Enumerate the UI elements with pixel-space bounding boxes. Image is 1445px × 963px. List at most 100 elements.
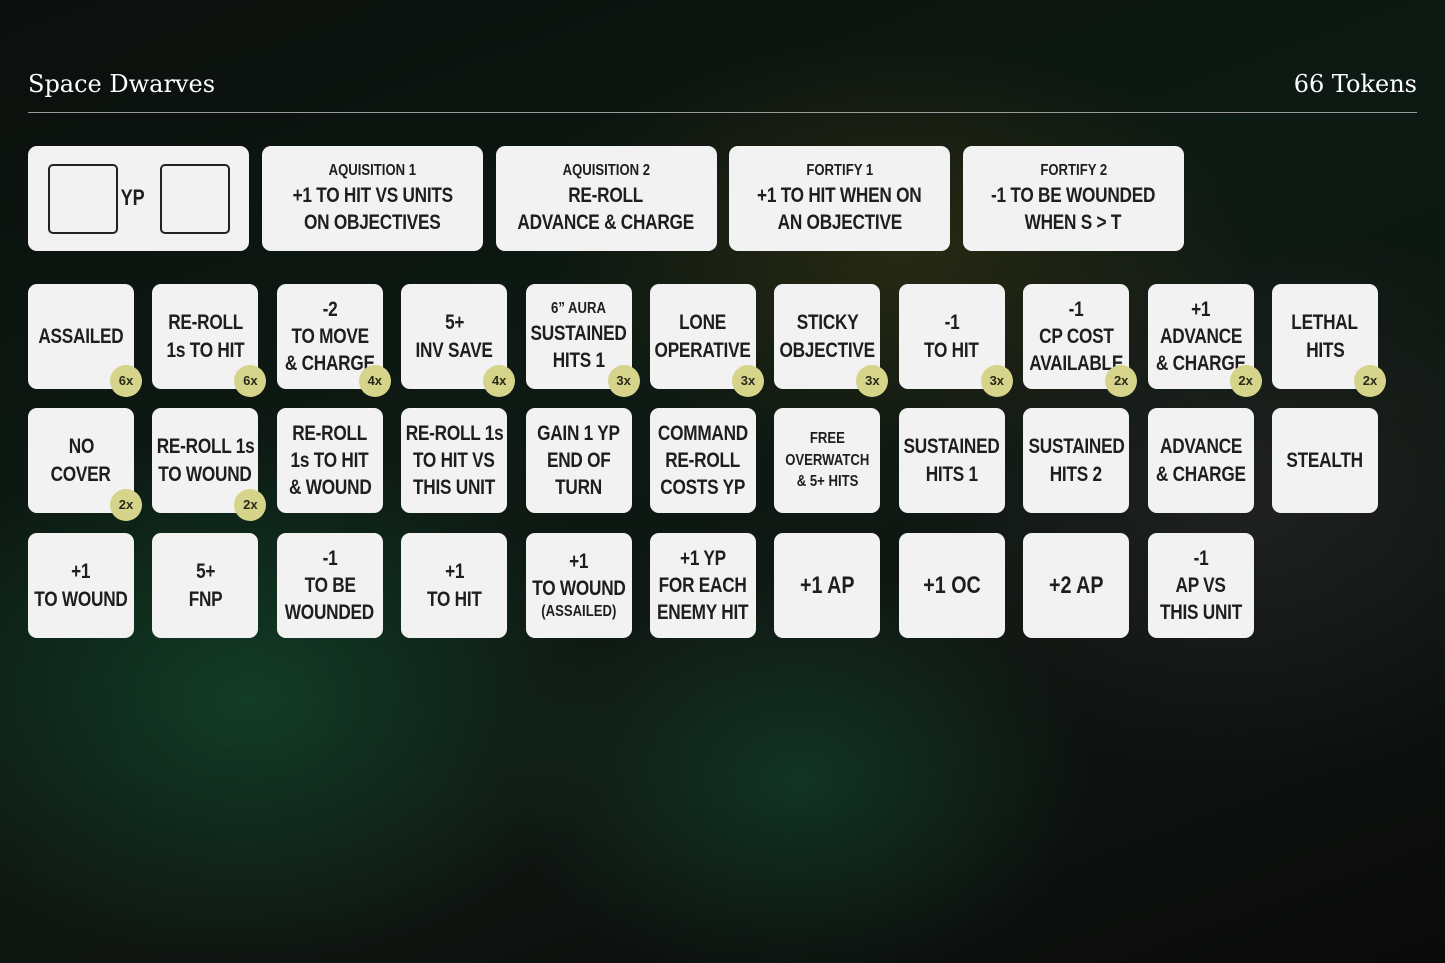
token-line: +1 TO HIT WHEN ON <box>757 183 922 207</box>
token-line: HITS 2 <box>1050 462 1103 486</box>
token-line: STEALTH <box>1286 448 1364 472</box>
token-line: SUSTAINED <box>1028 435 1125 459</box>
token-footnote: (ASSAILED) <box>541 603 617 621</box>
token-line: OPERATIVE <box>654 338 752 362</box>
yp-box-left <box>48 164 118 234</box>
token-line: +1 <box>569 549 589 573</box>
token-header: FORTIFY 1 <box>806 161 874 179</box>
token-header: AQUISITION 2 <box>562 161 650 179</box>
token-line: TO HIT <box>924 338 980 362</box>
token-line: FNP <box>188 587 223 611</box>
count-badge: 6x <box>110 365 142 397</box>
count-badge: 2x <box>1105 365 1138 397</box>
token-line: ADVANCE <box>1159 435 1242 459</box>
token-line: ASSAILED <box>38 324 124 348</box>
count-badge: 4x <box>358 365 391 397</box>
token-line: TO HIT <box>426 587 482 611</box>
token-line: -1 <box>944 311 960 335</box>
token-line: ADVANCE & CHARGE <box>517 210 695 234</box>
token: +1 OC <box>898 533 1005 638</box>
token: STICKY OBJECTIVE 3x <box>774 284 889 397</box>
count-badge: 3x <box>856 365 889 397</box>
token: 5+ FNP <box>152 533 259 638</box>
token-line: TO HIT VS <box>413 448 496 472</box>
token-line: NO <box>68 435 94 459</box>
token: ASSAILED 6x <box>28 284 142 397</box>
token-line: +2 AP <box>1048 571 1104 599</box>
token-line: HITS 1 <box>552 348 605 372</box>
token-header: FORTIFY 2 <box>1039 161 1107 179</box>
token-line: +1 AP <box>800 571 855 599</box>
token-line: TO BE <box>304 573 356 597</box>
token-line: AN OBJECTIVE <box>777 210 903 234</box>
token-line: WOUNDED <box>285 601 375 625</box>
token-line: TO WOUND <box>531 577 626 601</box>
token: SUSTAINED HITS 1 <box>898 408 1005 513</box>
token-header: 6” AURA <box>551 299 607 317</box>
token-line: +1 <box>444 560 464 584</box>
token-line: RE-ROLL 1s <box>405 421 504 445</box>
token-line: ADVANCE <box>1159 324 1242 348</box>
token-line: CP COST <box>1038 324 1114 348</box>
token-line: SUSTAINED <box>903 435 1000 459</box>
token-line: COMMAND <box>657 421 749 445</box>
token: -1 AP VS THIS UNIT <box>1147 533 1254 638</box>
token-line: SUSTAINED <box>530 321 627 345</box>
token-line: AVAILABLE <box>1029 352 1124 376</box>
yp-box-right <box>160 164 230 234</box>
token-line: INV SAVE <box>415 338 493 362</box>
token-line: LETHAL <box>1291 311 1359 335</box>
page-title: Space Dwarves <box>28 70 216 98</box>
token-line: 5+ <box>444 311 464 335</box>
token-line: & CHARGE <box>1155 352 1246 376</box>
token-line: +1 TO HIT VS UNITS <box>292 183 453 207</box>
count-badge: 3x <box>980 365 1013 397</box>
token-line: +1 OC <box>923 571 981 599</box>
token-line: 5+ <box>195 560 215 584</box>
token-line: +1 YP <box>680 546 726 570</box>
token-line: & 5+ HITS <box>796 473 859 491</box>
token-line: LONE <box>679 311 727 335</box>
upgrade-token: FORTIFY 1 +1 TO HIT WHEN ON AN OBJECTIVE <box>729 146 951 251</box>
yp-label: YP <box>120 185 145 210</box>
token-line: HITS <box>1305 338 1345 362</box>
token-line: & CHARGE <box>1155 462 1246 486</box>
token-line: 1s TO HIT <box>166 338 245 362</box>
token-line: AP VS <box>1175 573 1226 597</box>
token-line: HITS 1 <box>925 462 978 486</box>
token-line: FREE <box>809 430 845 448</box>
count-badge: 2x <box>110 489 142 521</box>
token-line: RE-ROLL 1s <box>156 435 255 459</box>
token-line: WHEN S > T <box>1025 210 1122 234</box>
token: SUSTAINED HITS 2 <box>1023 408 1130 513</box>
count-badge: 3x <box>607 365 640 397</box>
token-line: RE-ROLL <box>167 311 243 335</box>
token-line: -1 <box>1068 297 1084 321</box>
token-line: -2 <box>322 297 338 321</box>
token-line: -1 <box>1193 546 1208 570</box>
token-line: OBJECTIVE <box>779 338 876 362</box>
token: STEALTH <box>1272 408 1378 513</box>
token-line: TO WOUND <box>158 462 253 486</box>
token-line: END OF <box>546 448 611 472</box>
token-line: STICKY <box>796 311 859 335</box>
token-line: TURN <box>555 476 603 500</box>
token-line: TO MOVE <box>291 324 369 348</box>
token-line: THIS UNIT <box>1159 601 1242 625</box>
